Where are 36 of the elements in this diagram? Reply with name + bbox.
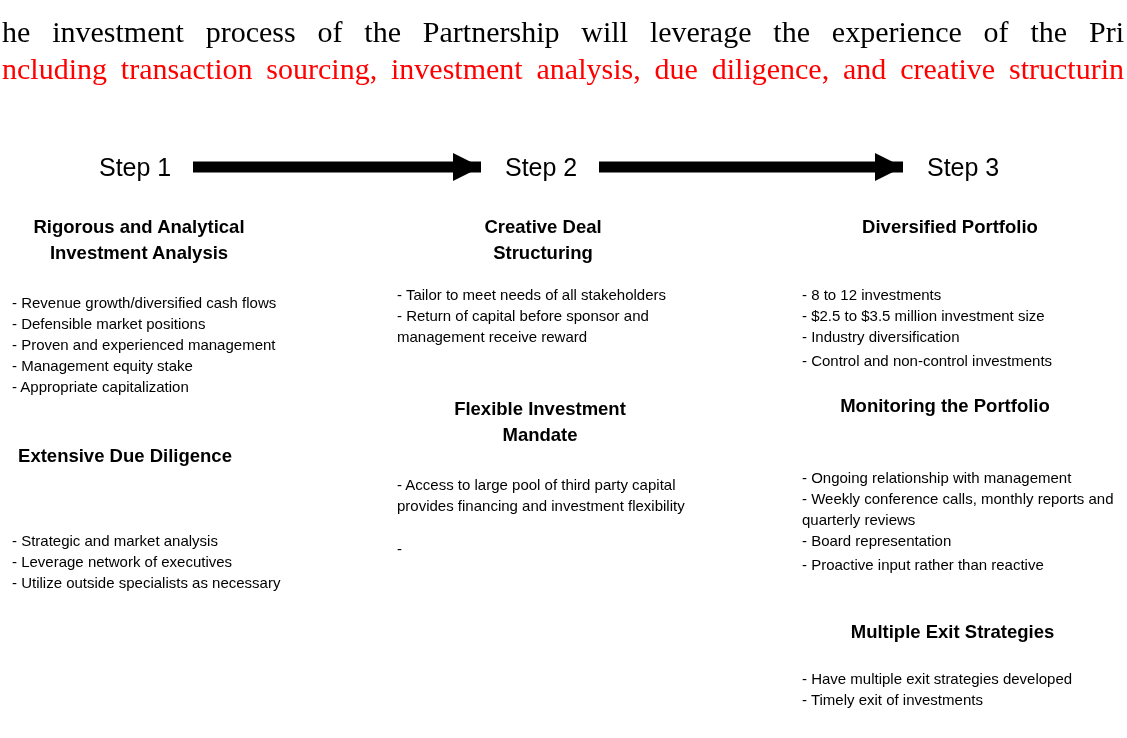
bullet-item: - Proactive input rather than reactive [802,555,1044,575]
bullet-item: - Ongoing relationship with management [802,468,1072,488]
bullet-item: - Timely exit of investments [802,690,983,710]
bullet-item: - $2.5 to $3.5 million investment size [802,306,1045,326]
bullet-item: - Proven and experienced management [12,335,276,355]
bullet-item: - Have multiple exit strategies developed [802,669,1073,689]
intro-text: he investment process of the Partnership will leverage the experience of the Pri [2,15,1124,49]
intro-text: ncluding transaction sourcing, investment analysis, due diligence, and creative structurin [2,52,1124,86]
step-label: Step 2 [505,152,578,182]
section-heading: Multiple Exit Strategies [849,620,1056,644]
bullet-item: - Board representation [802,531,952,551]
arrow [599,153,903,181]
bullet-item: - Management equity stake [12,356,193,376]
bullet-item: - Utilize outside specialists as necessary [12,573,281,593]
section-heading: Creative Deal Structuring [483,215,603,265]
bullet-item: - [397,539,402,559]
step-label: Step 3 [927,152,1000,182]
bullet-item: - Return of capital before sponsor and management receive reward [397,306,650,347]
step-label: Step 1 [99,152,172,182]
bullet-item: - 8 to 12 investments [802,285,942,305]
bullet-item: - Access to large pool of third party capital provides financing and investment flexibility [397,475,686,516]
bullet-item: - Industry diversification [802,327,960,347]
bullet-item: - Weekly conference calls, monthly reports and quarterly reviews [802,489,1115,530]
bullet-item: - Control and non-control investments [802,351,1053,371]
section-heading: Extensive Due Diligence [17,444,233,468]
bullet-item: - Appropriate capitalization [12,377,189,397]
section-heading: Monitoring the Portfolio [839,394,1051,418]
section-heading: Flexible Investment Mandate [453,397,627,447]
arrow [193,153,481,181]
bullet-item: - Strategic and market analysis [12,531,218,551]
bullet-item: - Tailor to meet needs of all stakeholders [397,285,668,305]
bullet-item: - Leverage network of executives [12,552,233,572]
bullet-item: - Revenue growth/diversified cash flows [12,293,277,313]
section-heading: Diversified Portfolio [861,215,1039,239]
bullet-item: - Defensible market positions [12,314,206,334]
section-heading: Rigorous and Analytical Investment Analysis [32,215,246,265]
